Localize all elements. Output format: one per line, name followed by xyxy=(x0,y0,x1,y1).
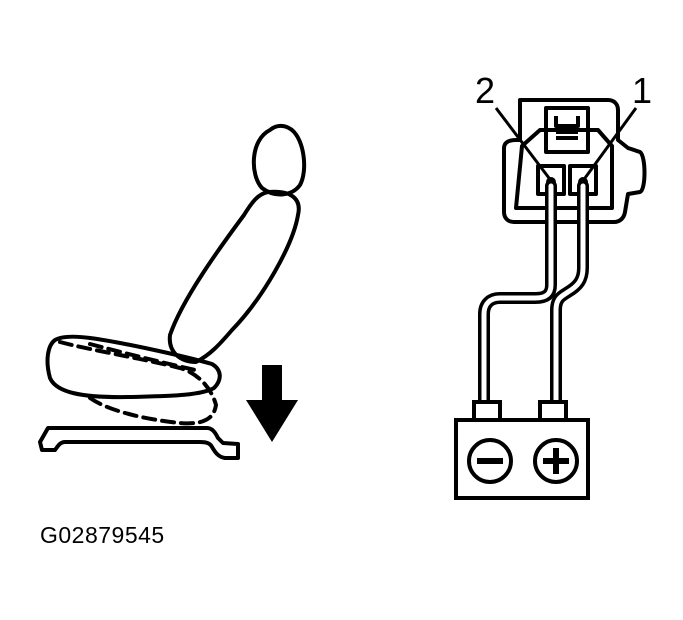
pin-2-leader xyxy=(494,107,551,179)
connector-body xyxy=(502,98,647,224)
minus-icon xyxy=(467,438,513,484)
arrow-down-icon xyxy=(246,365,298,442)
pin-label-1: 1 xyxy=(632,70,652,111)
connector-latch-detail xyxy=(554,116,580,140)
positive-lead-core xyxy=(553,183,586,409)
seat-rail xyxy=(38,426,240,460)
seat-backrest xyxy=(167,189,301,364)
negative-lead-core xyxy=(481,183,554,409)
pin-1-leader xyxy=(583,107,638,179)
connector-inner-rim xyxy=(514,128,614,210)
figure-id: G02879545 xyxy=(40,522,165,548)
pin-leader-lines xyxy=(494,107,638,179)
connector xyxy=(502,98,647,224)
seat-cushion-lowered-inner xyxy=(88,342,197,372)
plus-icon xyxy=(533,438,579,484)
seat-headrest xyxy=(251,123,307,197)
pin-label-2: 2 xyxy=(475,70,495,111)
test-leads xyxy=(478,180,589,412)
battery xyxy=(454,400,590,500)
seat-cushion-lowered xyxy=(58,340,218,426)
connector-latch xyxy=(544,106,590,154)
seat-cushion xyxy=(45,334,222,400)
seat-illustration xyxy=(38,123,307,460)
